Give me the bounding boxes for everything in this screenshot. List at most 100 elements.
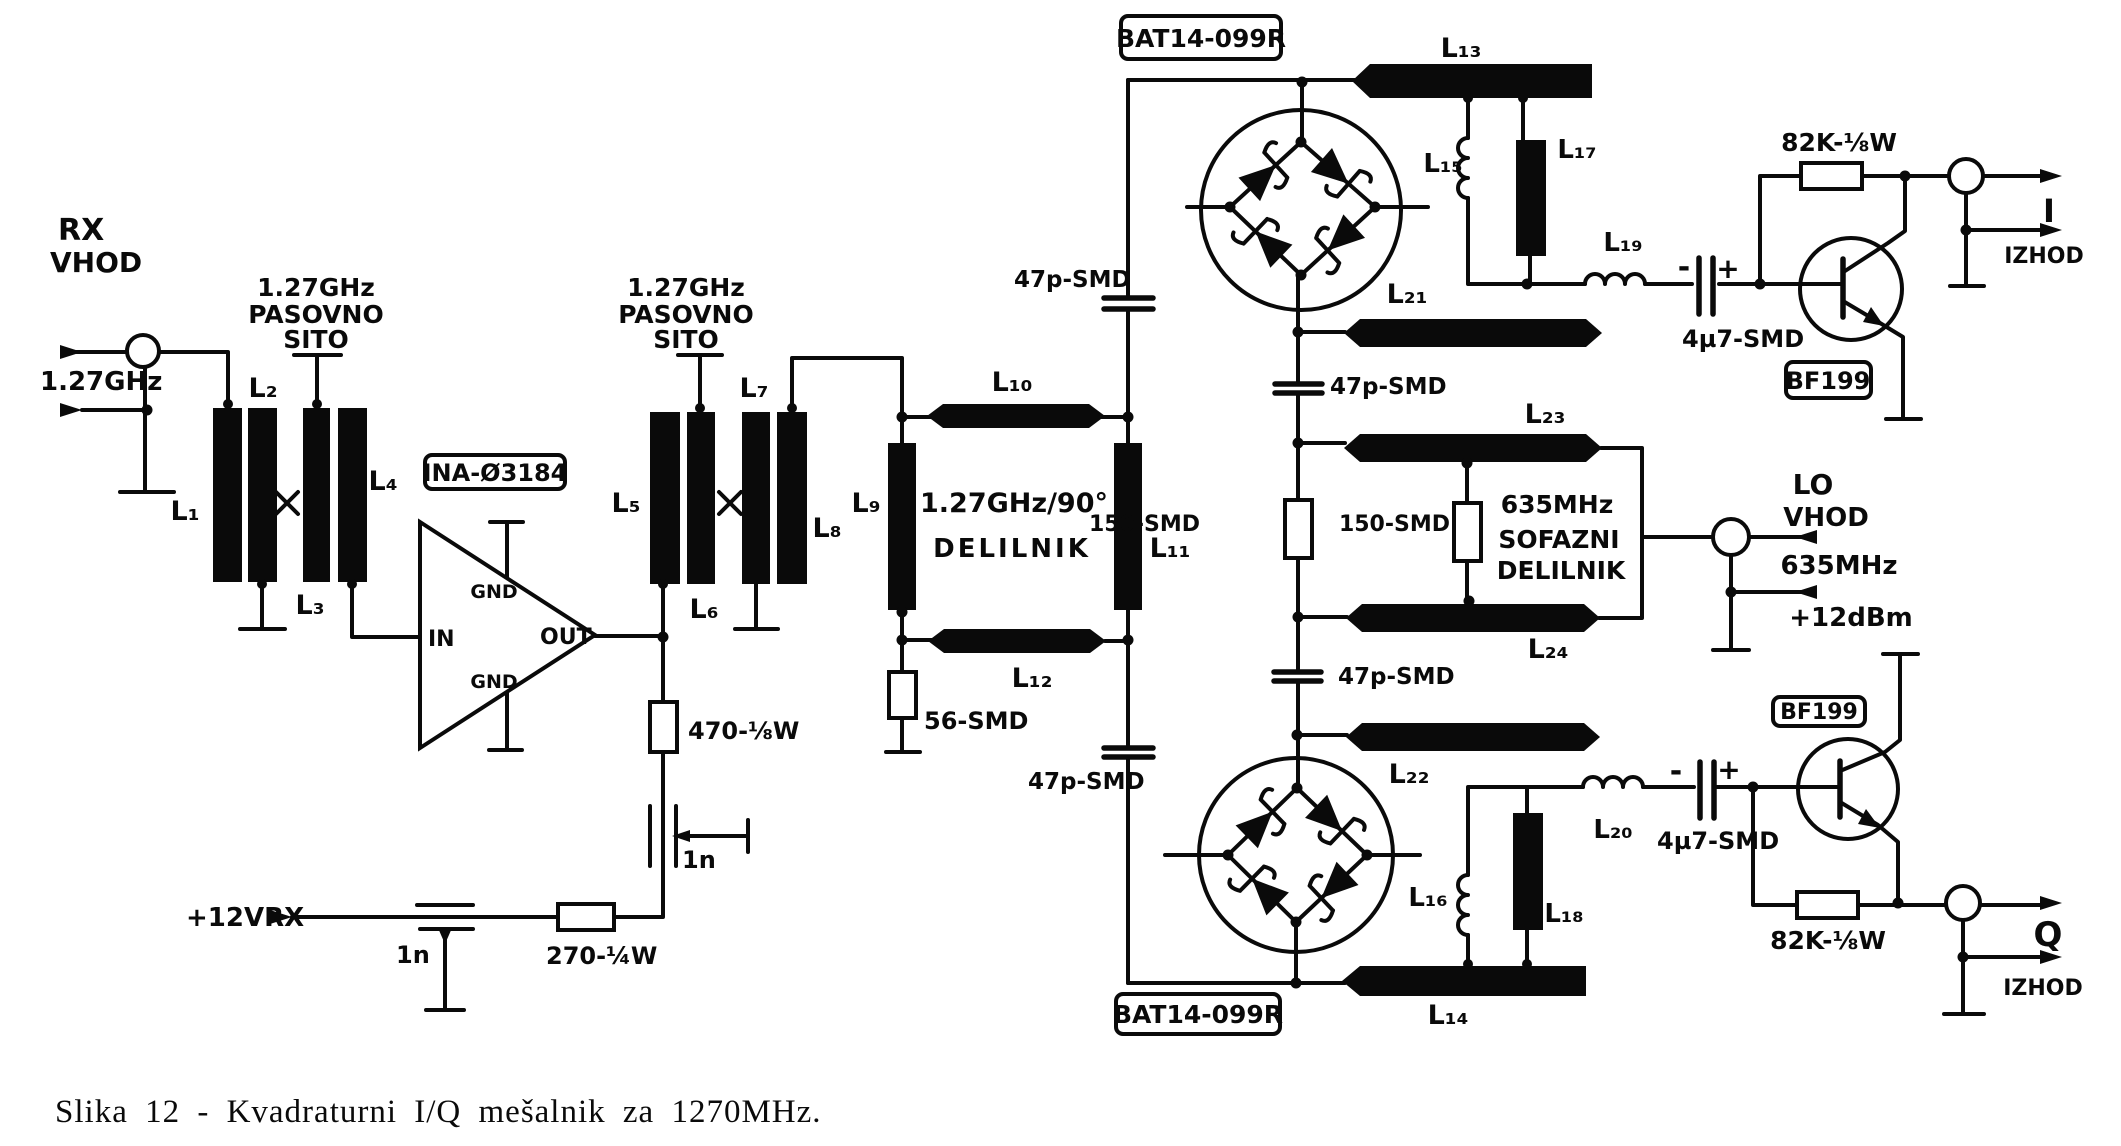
divider635-label: 635MHz: [1501, 490, 1614, 519]
bf-top-label: BF199: [1786, 367, 1871, 395]
wire-mixer-top: [1126, 78, 1430, 334]
filter1-label2: PASOVNO: [248, 300, 384, 329]
lo-arrow-icon: [1795, 585, 1817, 599]
bar-l4: [338, 408, 367, 582]
lo-label: LO: [1793, 468, 1834, 501]
l16-label: L₁₆: [1408, 883, 1447, 913]
q-arrow-icon: [2040, 950, 2062, 964]
c4u7-bottom-minus: -: [1670, 754, 1682, 789]
c47-lo-bottom-label: 47p-SMD: [1338, 664, 1455, 690]
lo-connector: [1711, 517, 1751, 557]
l10-label: L₁₀: [992, 367, 1033, 398]
rx-label2: VHOD: [50, 246, 142, 279]
resistor-82k-top: [1799, 161, 1864, 191]
resistor-82k-bottom: [1795, 890, 1860, 920]
r56-label: 56-SMD: [924, 707, 1028, 735]
bf-box-bottom: [1771, 695, 1867, 728]
r150-b-label: 150-SMD: [1339, 512, 1450, 537]
feedthrough-arrow-icon: [438, 928, 452, 944]
mixer-ring-circle: [1199, 108, 1403, 312]
diode-icon: [1238, 140, 1290, 202]
wire-amp-gnd: [487, 520, 525, 752]
diode-ring-mixer-bottom: [1197, 756, 1395, 954]
bar-l10: [943, 404, 1089, 428]
l17-label: L₁₇: [1557, 135, 1596, 165]
i-izhod-label: IZHOD: [2004, 244, 2084, 269]
l18-label: L₁₈: [1544, 899, 1583, 929]
c47-lo-top-label: 47p-SMD: [1330, 374, 1447, 400]
c4u7-bottom-plus: +: [1717, 753, 1740, 786]
transistor-bottom: [1712, 652, 1920, 905]
transistor-circle: [1798, 236, 1904, 342]
c4u7-top-label: 4µ7-SMD: [1682, 325, 1804, 353]
cap-47p-lo-top: [1272, 381, 1325, 396]
lo-level-label: +12dBm: [1789, 603, 1913, 633]
cap-47p-rf-top: [1101, 295, 1156, 312]
l13-label: L₁₃: [1441, 33, 1482, 64]
rx-arrow-icon: [60, 403, 82, 417]
lo-arrow-icon: [1795, 530, 1817, 544]
supply-arrow-icon: [270, 910, 292, 924]
l12-label: L₁₂: [1012, 663, 1053, 694]
microstrip-bars: [213, 64, 1602, 996]
diode-ring-mixer-top: [1199, 108, 1403, 312]
bar-l14: [1360, 966, 1586, 996]
wire-filter1: [238, 353, 420, 639]
l3-label: L₃: [295, 590, 324, 621]
l24-label: L₂₄: [1528, 634, 1569, 665]
amp-gnd-top-pin: GND: [470, 581, 517, 603]
l4-label: L₄: [368, 466, 397, 497]
bar-l13: [1370, 64, 1592, 98]
c47-rf-bottom-label: 47p-SMD: [1028, 769, 1145, 795]
wire-lo-divider: [1295, 330, 1817, 737]
q-arrow-icon: [2040, 896, 2062, 910]
l5-label: L₅: [611, 488, 640, 519]
cap-47p-lo-bottom: [1271, 669, 1324, 684]
resistor-150-b: [1452, 501, 1483, 563]
lo-freq-label: 635MHz: [1780, 551, 1897, 581]
c47-rf-top-label: 47p-SMD: [1014, 267, 1131, 293]
rx-arrow-icon: [60, 345, 82, 359]
l20-label: L₂₀: [1593, 815, 1632, 845]
filter2-label3: SITO: [653, 325, 719, 354]
diode-icon: [1307, 861, 1359, 923]
r82-bottom-label: 82K-⅛W: [1770, 926, 1886, 955]
coax-connectors: [125, 157, 1985, 922]
i-arrow-icon: [2040, 169, 2062, 183]
l2-label: L₂: [248, 373, 277, 404]
divider635-label3: DELILNIK: [1497, 556, 1627, 585]
coil-l15: [1456, 136, 1470, 200]
diode-icon: [1230, 217, 1293, 268]
c4u7-bottom-label: 4µ7-SMD: [1657, 827, 1779, 855]
wire-bias: [290, 635, 750, 1012]
coupling-x-marks: [274, 490, 743, 516]
feedthrough-arrow-icon: [672, 830, 690, 842]
bar-l23: [1360, 434, 1586, 462]
c1n-supply-label: 1n: [396, 941, 430, 969]
c1n-bias-label: 1n: [682, 846, 716, 874]
i-connector: [1947, 157, 1985, 195]
resistor-470: [648, 700, 679, 754]
l6-label: L₆: [689, 594, 718, 625]
bar-l21: [1360, 319, 1586, 347]
emitter-arrow-icon: [1863, 307, 1884, 326]
r270-label: 270-¼W: [546, 942, 657, 970]
amp-out-pin: OUT: [540, 625, 592, 650]
signal-arrows: [60, 169, 2062, 964]
amp-gnd-bottom-pin: GND: [470, 671, 517, 693]
coil-l16: [1456, 873, 1470, 937]
supply-label: +12VRX: [186, 903, 304, 933]
bar-l22: [1362, 723, 1584, 751]
coil-l20: [1581, 775, 1645, 789]
amp-in-pin: IN: [428, 627, 455, 652]
lo-label2: VHOD: [1783, 503, 1869, 533]
r150-a-label: 150-SMD: [1089, 512, 1200, 537]
ina-part-label: INA-Ø3184: [423, 459, 568, 487]
l14-label: L₁₄: [1428, 1000, 1469, 1031]
amplifier-symbol: [418, 518, 599, 752]
diode-icon: [1235, 787, 1287, 849]
bar-l3: [303, 408, 330, 582]
bat-box-top: [1119, 14, 1283, 61]
